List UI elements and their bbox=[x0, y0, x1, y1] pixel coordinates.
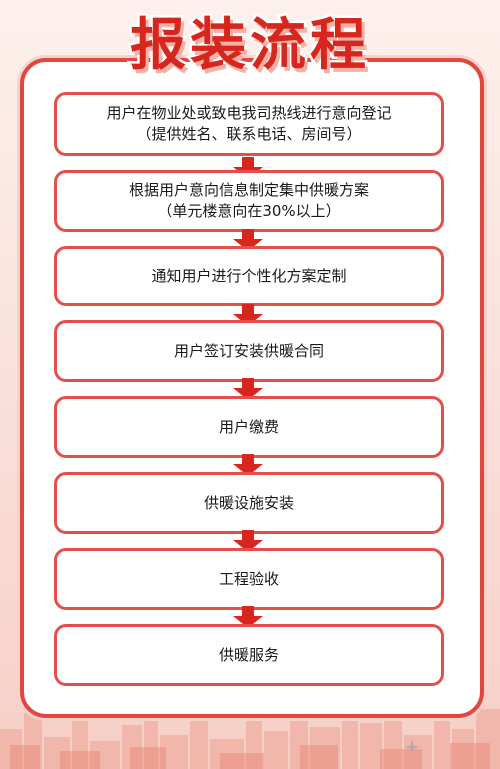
step-subtext: （提供姓名、联系电话、房间号） bbox=[136, 125, 362, 143]
step-text: 用户缴费 bbox=[218, 417, 279, 436]
down-arrow-icon bbox=[233, 454, 263, 476]
step-registration: 用户在物业处或致电我司热线进行意向登记 （提供姓名、联系电话、房间号） bbox=[54, 92, 444, 156]
sparkle-icon bbox=[404, 739, 420, 755]
step-acceptance: 工程验收 bbox=[54, 548, 444, 610]
step-subtext: （单元楼意向在30%以上） bbox=[157, 202, 341, 220]
down-arrow-icon bbox=[233, 157, 263, 179]
step-contract: 用户签订安装供暖合同 bbox=[54, 320, 444, 382]
down-arrow-icon bbox=[233, 606, 263, 628]
city-skyline-decoration bbox=[0, 699, 500, 769]
down-arrow-icon bbox=[233, 229, 263, 251]
step-text: 供暖服务 bbox=[218, 645, 279, 664]
step-plan: 根据用户意向信息制定集中供暖方案 （单元楼意向在30%以上） bbox=[54, 170, 444, 232]
step-text: 用户在物业处或致电我司热线进行意向登记 bbox=[106, 104, 392, 122]
step-customization: 通知用户进行个性化方案定制 bbox=[54, 246, 444, 306]
step-text: 工程验收 bbox=[218, 569, 279, 588]
step-text: 供暖设施安装 bbox=[203, 493, 294, 512]
step-text: 用户签订安装供暖合同 bbox=[173, 341, 324, 360]
step-payment: 用户缴费 bbox=[54, 396, 444, 458]
down-arrow-icon bbox=[233, 378, 263, 400]
step-service: 供暖服务 bbox=[54, 624, 444, 686]
step-text: 根据用户意向信息制定集中供暖方案 bbox=[128, 181, 369, 199]
step-text: 通知用户进行个性化方案定制 bbox=[151, 266, 347, 285]
page-title: 报装流程 bbox=[128, 9, 370, 80]
down-arrow-icon bbox=[233, 304, 263, 326]
down-arrow-icon bbox=[233, 530, 263, 552]
step-installation: 供暖设施安装 bbox=[54, 472, 444, 534]
